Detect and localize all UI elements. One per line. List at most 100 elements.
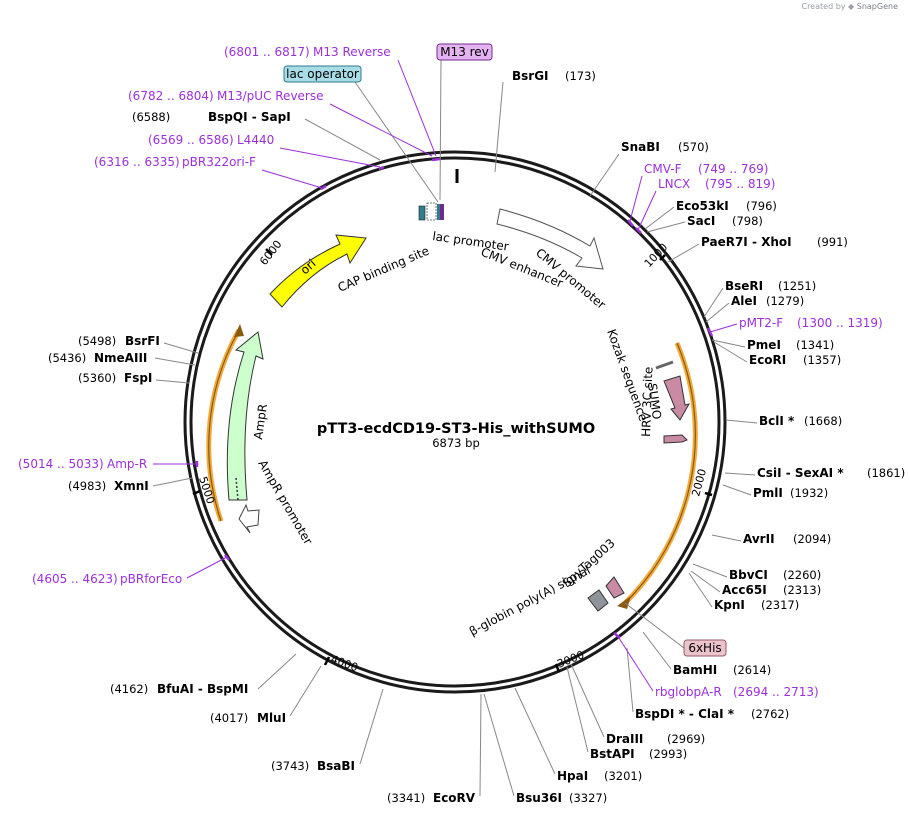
enzyme-paer7i-leader xyxy=(667,243,700,263)
hrv-3c-site-feature xyxy=(663,434,688,444)
enzyme-saci-pos: (798) xyxy=(732,214,763,228)
primer-m13-reverse-range: (6801 .. 6817) xyxy=(224,45,310,59)
enzyme-bsu36i-leader xyxy=(483,693,515,797)
primer-mark-pbr322ori-f xyxy=(320,184,327,191)
primer-mark-cmv-f xyxy=(627,219,634,227)
primer-pbr322ori-f-range: (6316 .. 6335) xyxy=(94,155,180,169)
feature-ampr-label: AmpR xyxy=(251,403,270,440)
feature--globin-poly-a-signal-label: β-globin poly(A) signal xyxy=(467,563,593,639)
enzyme-snabi-leader xyxy=(589,153,620,197)
enzyme-bfuai-pos: (4162) xyxy=(110,682,148,696)
enzyme-draiii-name: DraIII xyxy=(606,732,643,746)
primer-l4440-range: (6569 .. 6586) xyxy=(148,133,234,147)
enzyme-bcli-name: BclI * xyxy=(759,414,795,428)
enzyme-kpni-name: KpnI xyxy=(714,598,745,612)
enzyme-ecori-pos: (1357) xyxy=(803,353,841,367)
enzyme-ecori-leader xyxy=(713,341,748,363)
primer-m13-puc-reverse-range: (6782 .. 6804) xyxy=(128,89,214,103)
enzyme-kpni-pos: (2317) xyxy=(761,598,799,612)
enzyme-bsu36i-pos: (3327) xyxy=(569,791,607,805)
enzyme-saci-leader xyxy=(646,221,686,233)
primer-m13-puc-reverse-leader xyxy=(329,103,433,157)
enzyme-pmei-pos: (1341) xyxy=(796,338,834,352)
enzyme-ecori-name: EcoRI xyxy=(749,353,786,367)
enzyme-nmeaiii-name: NmeAIII xyxy=(94,351,147,365)
enzyme-bcli-pos: (1668) xyxy=(804,414,842,428)
m13-rev-feature xyxy=(440,204,444,220)
enzyme-bfuai-name: BfuAI - BspMI xyxy=(157,682,248,696)
enzyme-bfuai-leader xyxy=(257,653,297,690)
enzyme-nmeaiii-leader xyxy=(154,357,196,366)
enzyme-bamhi-name: BamHI xyxy=(673,663,717,677)
enzyme-csii-name: CsiI - SexAI * xyxy=(757,466,844,480)
primer-amp-r-name: Amp-R xyxy=(107,457,147,471)
enzyme-snabi-pos: (570) xyxy=(678,140,709,154)
enzyme-pmli-pos: (1932) xyxy=(790,486,828,500)
primer-amp-r-range: (5014 .. 5033) xyxy=(18,457,104,471)
enzyme-ecorv-name: EcoRV xyxy=(433,791,476,805)
enzyme-bsrgi-pos: (173) xyxy=(565,69,596,83)
feature-ampr-promoter-label: AmpR promoter xyxy=(255,458,315,548)
primer-pbrforeco-name: pBRforEco xyxy=(120,572,182,586)
enzyme-fspi-leader xyxy=(155,379,190,384)
tick-marks xyxy=(192,248,713,673)
backbone-inner-ring xyxy=(189,156,721,688)
primer-m13-reverse-name: M13 Reverse xyxy=(313,45,391,59)
enzyme-acc65i-pos: (2313) xyxy=(783,583,821,597)
primer-m13-puc-reverse-name: M13/pUC Reverse xyxy=(217,89,324,103)
enzyme-draiii-leader xyxy=(570,663,605,738)
enzyme-bspqi-pos: (6588) xyxy=(132,110,170,124)
primer-mark-m13-reverse xyxy=(431,157,441,162)
feature-hrv-3c-site-label: HRV 3C site xyxy=(639,366,655,437)
feature-sumo-label: SUMO xyxy=(645,382,664,420)
credit-brand: SnapGene xyxy=(856,2,898,11)
primer-rbglobpa-r-leader xyxy=(616,634,654,692)
enzyme-avrii-leader xyxy=(711,534,742,542)
enzyme-fspi-name: FspI xyxy=(124,371,152,385)
tagged-m13-rev-box xyxy=(436,43,493,61)
sumo-feature xyxy=(663,375,691,421)
enzyme-bcli-leader xyxy=(725,419,758,424)
primer-pmt2-f-leader xyxy=(709,323,738,333)
ori-feature xyxy=(269,234,367,308)
tick-label-4000: 4000 xyxy=(329,653,360,675)
backbone-outer-ring xyxy=(183,150,727,694)
primer-cmv-f-leader xyxy=(629,175,643,222)
primer-lncx-leader xyxy=(637,190,657,231)
enzyme-xmni-leader xyxy=(152,477,193,487)
enzyme-csii-pos: (1861) xyxy=(867,466,905,480)
enzyme-bsrfi-leader xyxy=(163,342,199,354)
enzyme-bspdi-leader xyxy=(626,647,634,713)
tagged-lac-operator-leader xyxy=(354,81,439,203)
enzyme-xmni-name: XmnI xyxy=(114,479,149,493)
enzyme-eco53ki-pos: (796) xyxy=(746,199,777,213)
enzyme-acc65i-leader xyxy=(690,570,721,593)
tagged-lac-operator-label: lac operator xyxy=(286,67,359,81)
orf-arrowhead-left xyxy=(234,324,244,337)
plasmid-size: 6873 bp xyxy=(432,436,480,450)
enzyme-bspdi-pos: (2762) xyxy=(751,707,789,721)
tagged-6xhis-box xyxy=(683,639,727,657)
enzyme-kpni-leader xyxy=(688,572,713,608)
primer-pbrforeco-range: (4605 .. 4623) xyxy=(32,572,118,586)
enzyme-bseri-leader xyxy=(703,287,724,318)
enzyme-avrii-name: AvrII xyxy=(743,532,775,546)
ampr-promoter-feature xyxy=(238,503,260,534)
enzyme-bsabi-name: BsaBI xyxy=(317,759,355,773)
enzyme-hpai-leader xyxy=(514,687,556,775)
tagged-6xhis-label: 6xHis xyxy=(688,641,721,655)
primer-lncx-range: (795 .. 819) xyxy=(705,177,775,191)
primer-pbrforeco-leader xyxy=(186,556,228,579)
cap-binding-site-feature xyxy=(418,205,426,221)
enzyme-bbvci-leader xyxy=(692,563,728,578)
enzyme-bsrfi-name: BsrFI xyxy=(125,334,160,348)
enzyme-bsrgi-leader xyxy=(494,81,504,173)
primer-pmt2-f-name: pMT2-F xyxy=(739,316,783,330)
enzyme-bstapi-name: BstAPI xyxy=(590,747,635,761)
enzyme-bspqi-name: BspQI - SapI xyxy=(208,110,291,124)
kozak-sequence-feature xyxy=(655,360,674,370)
snapgene-logo-icon: ◆ xyxy=(848,2,855,11)
primer-mark-l4440 xyxy=(378,165,385,171)
enzyme-acc65i-name: Acc65I xyxy=(722,583,767,597)
